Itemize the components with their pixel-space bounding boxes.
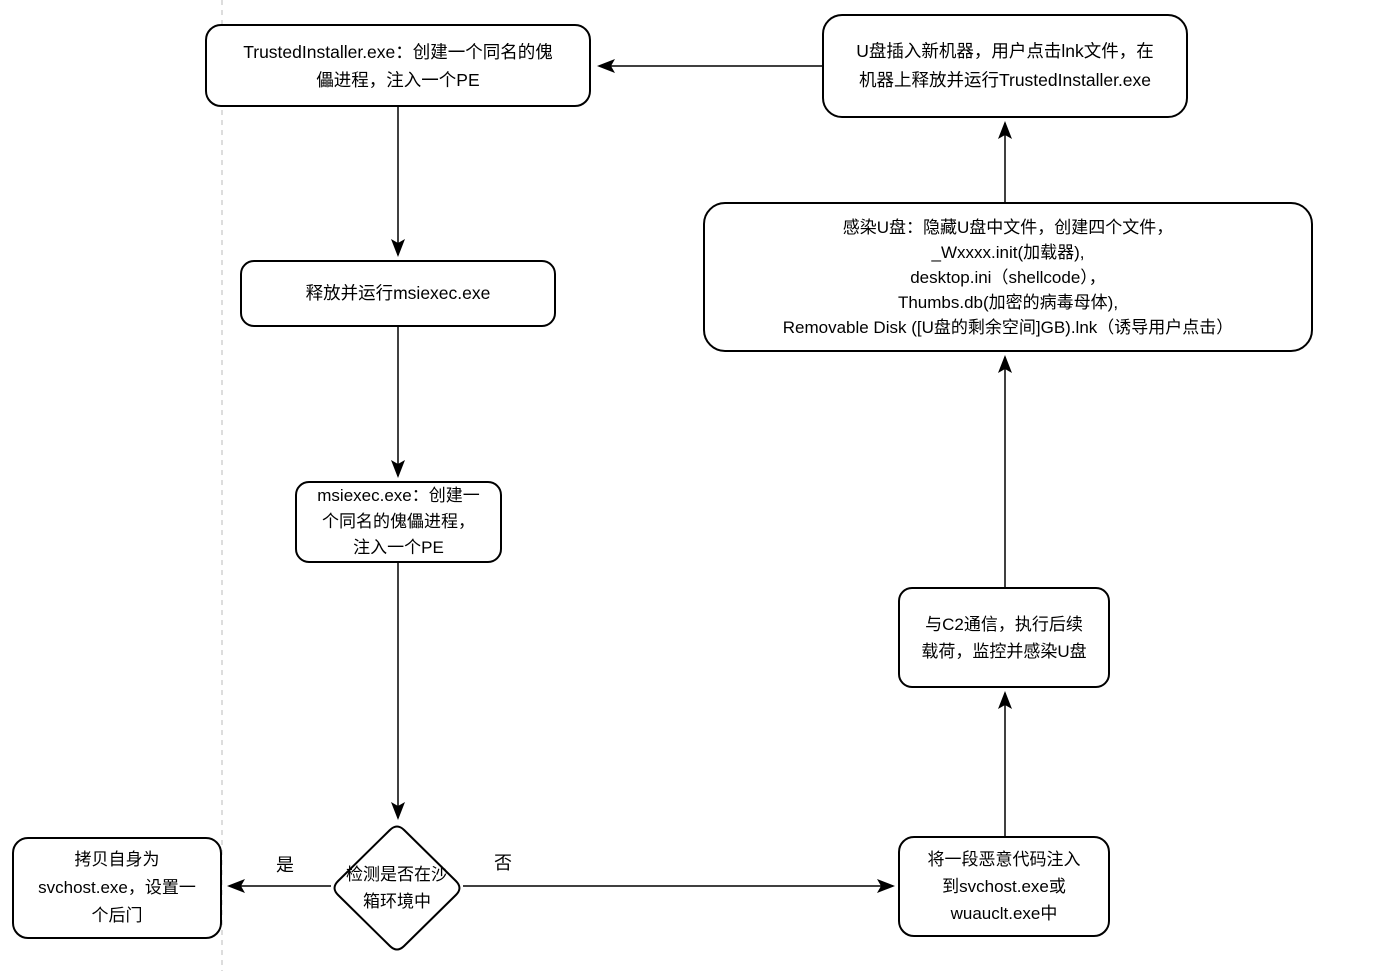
edge-label-no: 否 [494, 853, 512, 873]
node-trustedinstaller-puppet: TrustedInstaller.exe：创建一个同名的傀 儡进程，注入一个PE [205, 24, 591, 107]
node-msiexec-puppet: msiexec.exe：创建一 个同名的傀儡进程， 注入一个PE [295, 481, 502, 563]
node-sandbox-check-label: 检测是否在沙 箱环境中 [346, 865, 448, 911]
edge-label-yes: 是 [276, 855, 294, 875]
node-inject-malicious-code: 将一段恶意代码注入 到svchost.exe或 wuauclt.exe中 [898, 836, 1110, 937]
node-c2-communication: 与C2通信，执行后续 载荷，监控并感染U盘 [898, 587, 1110, 688]
node-usb-insert-new-machine: U盘插入新机器，用户点击lnk文件，在 机器上释放并运行TrustedInsta… [822, 14, 1188, 118]
node-release-run-msiexec: 释放并运行msiexec.exe [240, 260, 556, 327]
node-copy-svchost-backdoor: 拷贝自身为 svchost.exe，设置一 个后门 [12, 837, 222, 939]
sandbox-check-diamond-shape [333, 825, 461, 951]
node-infect-usb: 感染U盘：隐藏U盘中文件，创建四个文件， _Wxxxx.init(加载器), d… [703, 202, 1313, 352]
